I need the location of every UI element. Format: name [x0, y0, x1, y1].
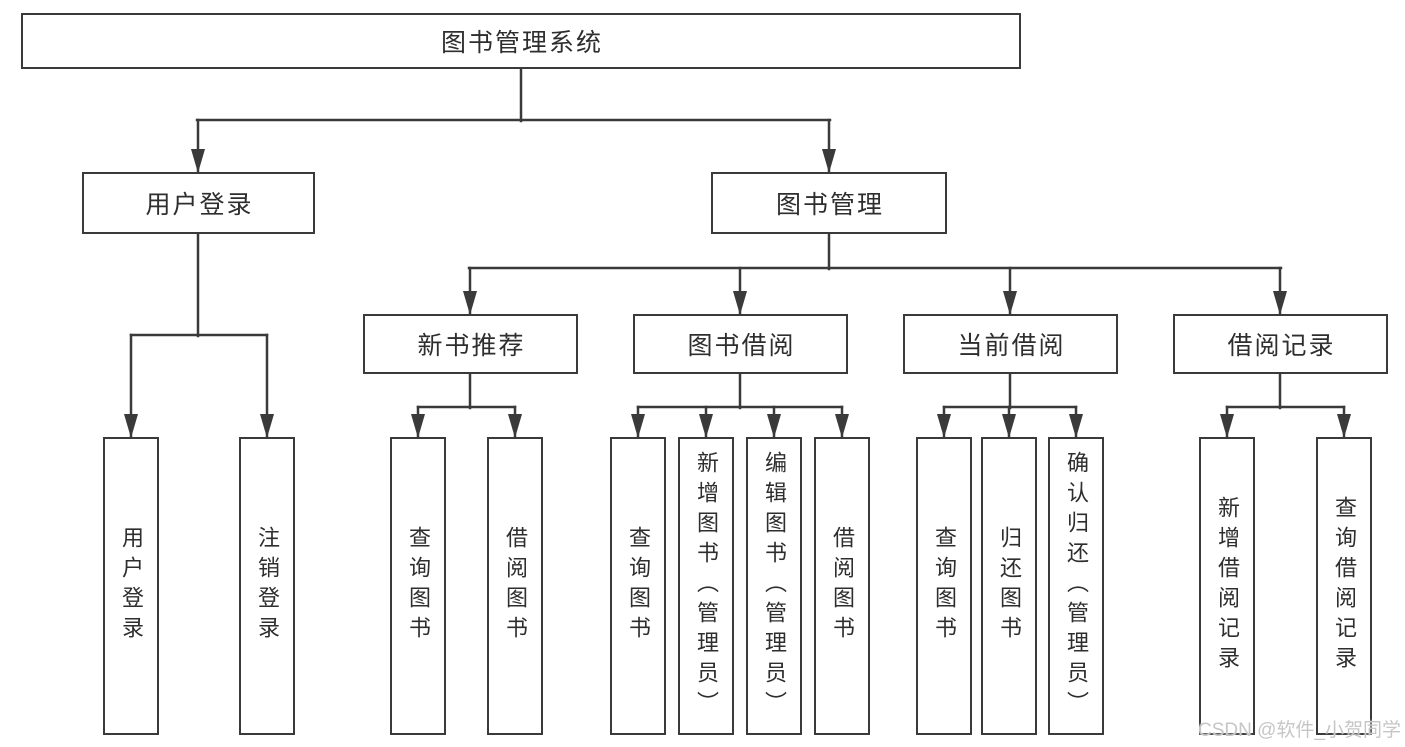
node-borrowing-records: 借阅记录 — [1173, 314, 1388, 374]
leaf-add-books-admin: 新增图书（管理员） — [678, 437, 734, 735]
node-label: 查询图书 — [932, 526, 957, 646]
node-user-login: 用户登录 — [82, 172, 315, 234]
leaf-borrow-books: 借阅图书 — [487, 437, 543, 735]
node-library-system: 图书管理系统 — [21, 13, 1021, 69]
node-label: 借阅记录 — [1227, 332, 1336, 360]
leaf-query-books-2: 查询图书 — [610, 437, 666, 735]
node-label: 新增图书（管理员） — [694, 451, 719, 721]
node-label: 新增借阅记录 — [1215, 496, 1240, 676]
leaf-query-books-3: 查询图书 — [916, 437, 972, 735]
leaf-borrow-books-2: 借阅图书 — [814, 437, 870, 735]
leaf-add-borrow-record: 新增借阅记录 — [1199, 437, 1255, 735]
node-label: 查询图书 — [626, 526, 651, 646]
node-label: 查询借阅记录 — [1332, 496, 1357, 676]
node-label: 新书推荐 — [417, 332, 526, 360]
node-label: 图书借阅 — [687, 332, 796, 360]
leaf-logout: 注销登录 — [239, 437, 295, 735]
leaf-confirm-return-admin: 确认归还（管理员） — [1048, 437, 1104, 735]
leaf-return-books: 归还图书 — [981, 437, 1037, 735]
node-book-management: 图书管理 — [711, 172, 947, 234]
leaf-edit-books-admin: 编辑图书（管理员） — [746, 437, 802, 735]
node-label: 确认归还（管理员） — [1064, 451, 1089, 721]
node-label: 借阅图书 — [503, 526, 528, 646]
node-label: 编辑图书（管理员） — [762, 451, 787, 721]
node-label: 用户登录 — [119, 526, 144, 646]
leaf-query-borrow-record: 查询借阅记录 — [1316, 437, 1372, 735]
node-label: 当前借阅 — [957, 332, 1066, 360]
leaf-query-books: 查询图书 — [390, 437, 446, 735]
node-label: 查询图书 — [406, 526, 431, 646]
node-label: 借阅图书 — [830, 526, 855, 646]
node-label: 归还图书 — [997, 526, 1022, 646]
node-label: 图书管理 — [775, 191, 884, 219]
leaf-user-login: 用户登录 — [103, 437, 159, 735]
node-book-borrowing: 图书借阅 — [633, 314, 848, 374]
node-label: 注销登录 — [255, 526, 280, 646]
node-current-borrowing: 当前借阅 — [903, 314, 1118, 374]
node-new-book-recommendation: 新书推荐 — [363, 314, 578, 374]
watermark: CSDN @软件_小贺同学 — [1198, 720, 1401, 741]
node-label: 图书管理系统 — [440, 29, 603, 57]
node-label: 用户登录 — [145, 191, 254, 219]
